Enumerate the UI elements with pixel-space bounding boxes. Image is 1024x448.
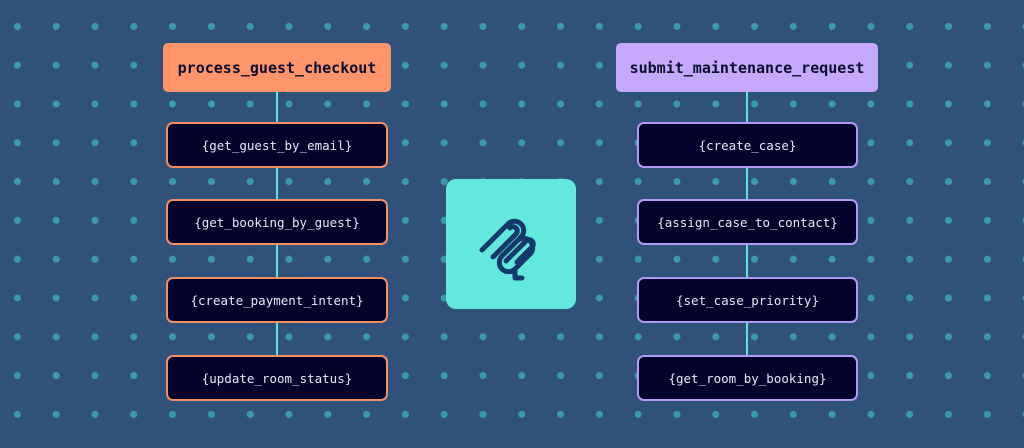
flow-title[interactable]: process_guest_checkout — [163, 43, 391, 92]
step-node[interactable]: {create_case} — [637, 122, 858, 168]
step-node[interactable]: {get_room_by_booking} — [637, 355, 858, 401]
logo-tile — [446, 179, 576, 309]
left-flow: process_guest_checkout {get_guest_by_ema… — [163, 43, 391, 405]
right-flow: submit_maintenance_request {create_case}… — [616, 43, 878, 405]
flow-title[interactable]: submit_maintenance_request — [616, 43, 878, 92]
step-node[interactable]: {update_room_status} — [166, 355, 388, 401]
step-node[interactable]: {set_case_priority} — [637, 277, 858, 323]
step-node[interactable]: {create_payment_intent} — [166, 277, 388, 323]
squiggle-logo-icon — [479, 218, 536, 281]
step-node[interactable]: {assign_case_to_contact} — [637, 199, 858, 245]
step-node[interactable]: {get_guest_by_email} — [166, 122, 388, 168]
step-node[interactable]: {get_booking_by_guest} — [166, 199, 388, 245]
